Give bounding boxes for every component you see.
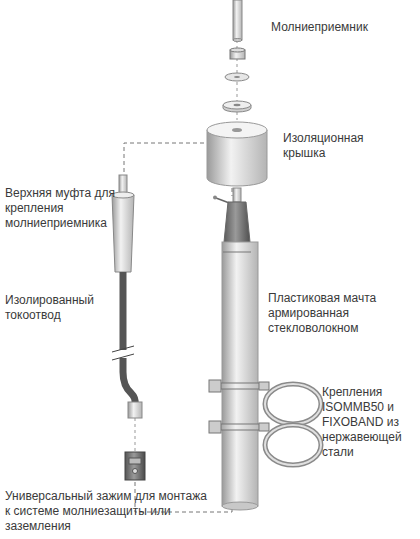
cap-hole [232,128,242,132]
insulated-conductor [123,358,135,404]
clamp-band [219,424,261,430]
washer-top [223,101,251,109]
nut-top [230,48,245,52]
part-label: Пластиковая мачта армированная стекловол… [268,291,388,336]
break-mark [112,346,134,360]
fixoband-ring [265,384,321,424]
part-label: Крепления ISOMMB50 и FIXOBAND из нержаве… [322,385,416,460]
clamp-lower [209,421,321,465]
coupling-top [112,192,134,198]
fibreglass-mast [222,242,258,506]
pin [233,188,241,202]
clamp-tab [259,423,269,431]
fixoband-ring-highlight [265,425,321,465]
part-label: Верхняя муфта для крепления молниеприемн… [5,186,123,231]
washer-hole [234,76,240,78]
mast-joint [223,252,251,253]
mast-bottom [222,502,258,510]
fixoband-ring [265,425,321,465]
assembly-line [135,418,136,452]
washer-hole [234,104,241,106]
upper-coupling [112,195,134,272]
part-label: Молниеприемник [271,20,411,35]
washer [225,73,249,81]
part-label: Универсальный зажим для монтажа к систем… [5,489,210,534]
wire-tie-end [213,196,217,200]
fixoband-ring-highlight [265,384,321,424]
part-label: Изолированный токоотвод [5,293,105,323]
clamp-ear [209,421,221,433]
universal-clamp [125,452,145,480]
clamp-ear [209,380,221,392]
rod-end [233,39,242,42]
part-label: Изоляционная крышка [283,131,375,161]
clamp-plate [129,458,141,464]
clamp-band [219,383,261,389]
clamp-tab [259,382,269,390]
cap-top [207,122,267,138]
insulated-conductor [120,272,127,350]
ferrule [128,402,142,418]
clamp-upper [209,380,321,424]
air-terminal-rod [233,0,242,40]
clamp-bolt [133,469,138,474]
